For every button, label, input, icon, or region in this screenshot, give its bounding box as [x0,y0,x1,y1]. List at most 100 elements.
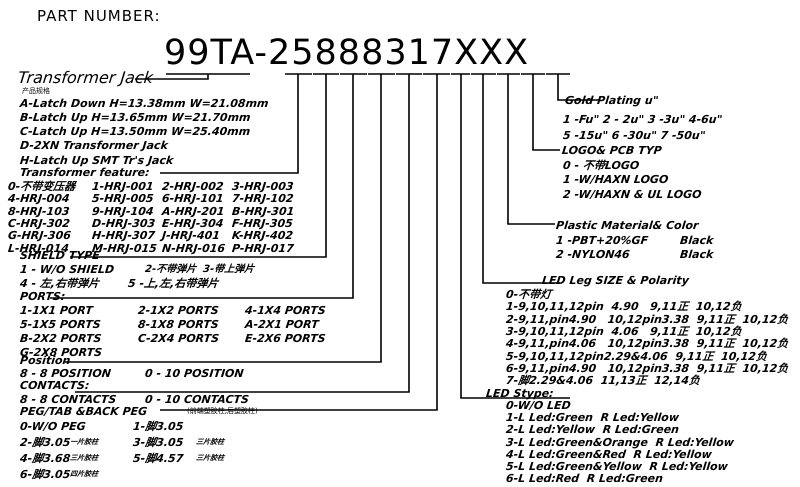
led-leg-item: 7-脚2.29&4.06 11,13正 12,14负 [505,374,701,388]
part-number-code: 99TA-25888317XXX [164,33,530,73]
shield-item: 4 - 左,右带弹片 [19,277,100,290]
plastic-color: Black [679,234,715,247]
transformer-feature-cell: P-HRJ-017 [231,241,295,255]
transformer-feature-cell: D-HRJ-303 [91,216,156,230]
peg-item: 5-脚4.57 [132,452,185,465]
transformer-feature-cell: 0-不带变压器 [7,180,76,193]
transformer-feature-cell: A-HRJ-201 [161,204,226,218]
peg-item: 3-脚3.05 [132,436,185,449]
leader-ports [50,74,354,299]
ports-item: C-2X4 PORTS [137,332,220,345]
leader-plastic [507,74,555,225]
position-title: Position [19,354,72,367]
led-leg-title: LED Leg SIZE & Polarity [541,274,690,287]
transformer-feature-cell: 3-HRJ-003 [231,180,295,193]
shield-item: 5 -上,左,右带弹片 [127,277,220,290]
logo-item: 1 -W/HAXN LOGO [562,173,669,186]
leader-led-type [460,74,570,399]
plastic-title: Plastic Material& Color [555,219,700,232]
contacts-item: 8 - 8 CONTACTS [19,393,118,406]
peg-note-item: 三片胶柱 [69,454,99,462]
gold-line: 5 -15u" 6 -30u" 7 -50u" [562,129,707,142]
led-leg-item: 4-9,11,pin4.06 10,12pin3.38 9,11正 10,12负 [505,337,789,351]
ports-item: 1-1X1 PORT [19,304,94,317]
peg-title: PEG/TAB &BACK PEG [19,405,148,418]
leader-transformer-jack [135,74,209,80]
transformer-feature-cell: F-HRJ-305 [231,216,294,230]
transformer-jack-item: B-Latch Up H=13.65mm W=21.70mm [19,111,252,124]
leader-position [65,74,382,363]
shield-item: 3-带上弹片 [202,264,255,275]
peg-note-item: 四片胶柱 [69,470,99,478]
led-leg-item: 6-9,11,pin4.90 10,12pin3.38 9,11正 10,12负 [505,361,789,375]
ports-item: 4-1X4 PORTS [244,304,327,317]
plastic-item: 1 -PBT+20%GF [555,234,649,247]
led-leg-item: 2-9,11,pin4.90 10,12pin3.38 9,11正 10,12负 [505,312,789,326]
logo-title: LOGO& PCB TYP [561,144,663,157]
led-type-item: 2-L Led:Yellow R Led:Green [505,423,680,437]
led-leg-item: 3-9,10,11,12pin 4.06 9,11正 10,12负 [505,324,743,338]
led-type-item: 6-L Led:Red R Led:Green [505,472,664,486]
ports-item: A-2X1 PORT [244,318,320,331]
peg-item: 1-脚3.05 [132,420,185,433]
led-type-item: 5-L Led:Green&Yellow R Led:Yellow [505,460,729,473]
shield-item: 2-不带弹片 [144,264,197,275]
leader-shield [70,74,327,258]
plastic-item: 2 -NYLON46 [555,248,631,261]
transformer-jack-item: A-Latch Down H=13.38mm W=21.08mm [19,97,270,110]
header-label: PART NUMBER: [37,7,161,25]
logo-item: 2 -W/HAXN & UL LOGO [562,188,703,201]
transformer-feature-title: Transformer feature: [19,166,151,179]
led-type-title: LED Stype: [485,387,555,400]
led-leg-item: 0-不带灯 [505,288,552,301]
peg-item: 2-脚3.05 [19,436,72,449]
transformer-feature-cell: 1-HRJ-001 [91,180,155,193]
gold-line: 1 -Fu" 2 - 2u" 3 -3u" 4-6u" [562,113,724,126]
transformer-feature-cell: E-HRJ-304 [161,216,225,230]
ports-item: B-2X2 PORTS [19,332,103,345]
transformer-feature-cell: M-HRJ-015 [91,241,158,255]
transformer-jack-title: Transformer Jack [17,68,155,87]
transformer-feature-cell: J-HRJ-401 [161,229,221,243]
transformer-feature-cell: 6-HRJ-101 [161,192,225,206]
peg-item: 4-脚3.68 [19,452,72,465]
transformer-feature-cell: 4-HRJ-004 [7,192,71,206]
transformer-feature-cell: 8-HRJ-103 [7,204,71,218]
transformer-jack-subtitle: 产品规格 [22,87,50,95]
ports-item: 8-1X8 PORTS [137,318,220,331]
plastic-color: Black [679,248,715,261]
transformer-feature-cell: B-HRJ-301 [231,204,295,218]
transformer-feature-cell: 2-HRJ-002 [161,180,225,193]
transformer-jack-item: D-2XN Transformer Jack [19,139,169,152]
peg-note: (前端塑胶柱,后塑胶柱) [187,407,258,415]
position-item: 8 - 8 POSITION [19,367,112,380]
logo-item: 0 - 不带LOGO [562,159,640,172]
transformer-feature-cell: 5-HRJ-005 [91,192,155,206]
peg-note-item: 一片胶柱 [69,438,99,446]
led-leg-item: 1-9,10,11,12pin 4.90 9,11正 10,12负 [505,300,743,314]
shield-item: 1 - W/O SHIELD [19,263,115,276]
leader-gold [557,74,600,101]
transformer-jack-item: H-Latch Up SMT Tr's Jack [19,154,174,167]
led-leg-item: 5-9,10,11,12pin2.29&4.06 9,11正 10,12负 [505,349,768,363]
transformer-feature-cell: 7-HRJ-102 [231,192,295,206]
leader-logo [532,74,560,151]
peg-note-item: 三片胶柱 [195,438,225,446]
peg-note-item: 三片胶柱 [195,454,225,462]
contacts-title: CONTACTS: [19,379,91,392]
led-type-item: 0-W/O LED [505,399,572,412]
leader-contacts [75,74,410,393]
peg-item: 0-W/O PEG [19,420,87,433]
ports-item: 2-1X2 PORTS [137,304,220,317]
led-type-item: 1-L Led:Green R Led:Yellow [505,411,680,425]
transformer-jack-item: C-Latch Up H=13.50mm W=25.40mm [19,125,251,138]
contacts-item: 0 - 10 CONTACTS [144,393,250,406]
leader-transformer-feature [160,74,299,174]
led-type-item: 3-L Led:Green&Orange R Led:Yellow [505,435,735,449]
transformer-feature-cell: 9-HRJ-104 [91,204,155,218]
transformer-feature-cell: G-HRJ-306 [7,229,72,243]
transformer-feature-cell: N-HRJ-016 [161,241,226,255]
led-type-item: 4-L Led:Green&Red R Led:Yellow [505,447,713,461]
